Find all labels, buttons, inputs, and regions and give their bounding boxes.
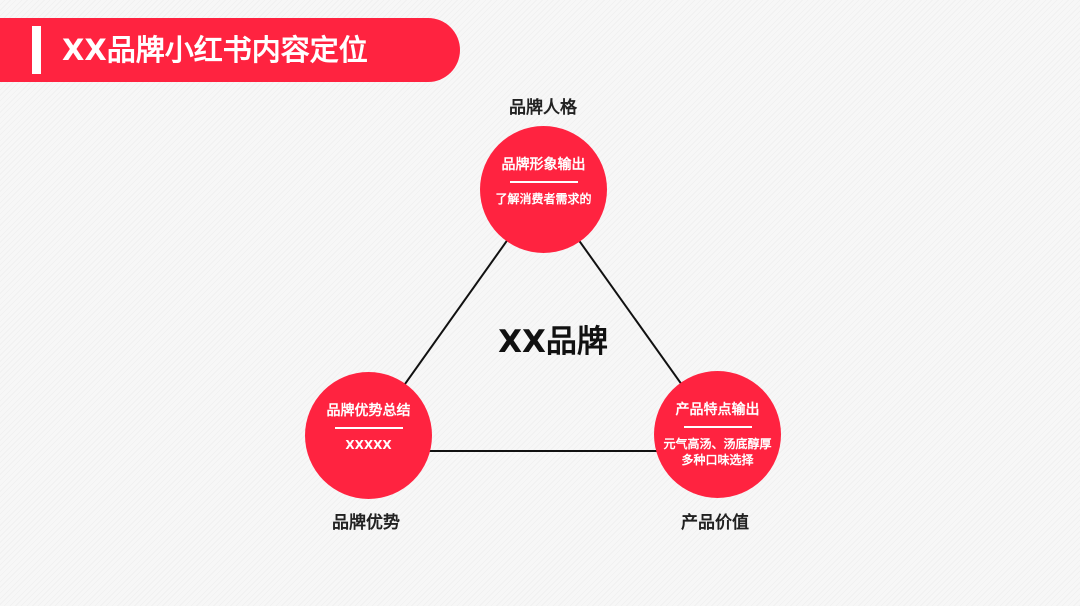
node-left-text: XXXXX: [345, 438, 392, 452]
node-right-label: 产品价值: [681, 513, 749, 533]
divider: [334, 427, 403, 429]
node-left-circle: 品牌优势总结 XXXXX: [305, 372, 432, 499]
divider: [683, 426, 752, 428]
divider: [509, 181, 578, 183]
node-right-heading: 产品特点输出: [675, 402, 760, 418]
center-brand: XX品牌: [498, 324, 608, 360]
node-left-heading: 品牌优势总结: [326, 403, 411, 419]
node-top-circle: 品牌形象输出 了解消费者需求的: [480, 126, 607, 253]
node-right-circle: 产品特点输出 元气高汤、汤底醇厚 多种口味选择: [654, 371, 781, 498]
node-top-text: 了解消费者需求的: [495, 192, 592, 206]
page-title: XX品牌小红书内容定位: [62, 33, 368, 67]
node-right-text-2: 多种口味选择: [681, 453, 754, 467]
node-right-text-1: 元气高汤、汤底醇厚: [663, 437, 772, 451]
node-top-heading: 品牌形象输出: [501, 157, 586, 173]
title-accent-bar: [32, 26, 41, 74]
node-left-label: 品牌优势: [332, 513, 400, 533]
node-top-label: 品牌人格: [509, 98, 577, 118]
title-banner: XX品牌小红书内容定位: [0, 18, 460, 82]
